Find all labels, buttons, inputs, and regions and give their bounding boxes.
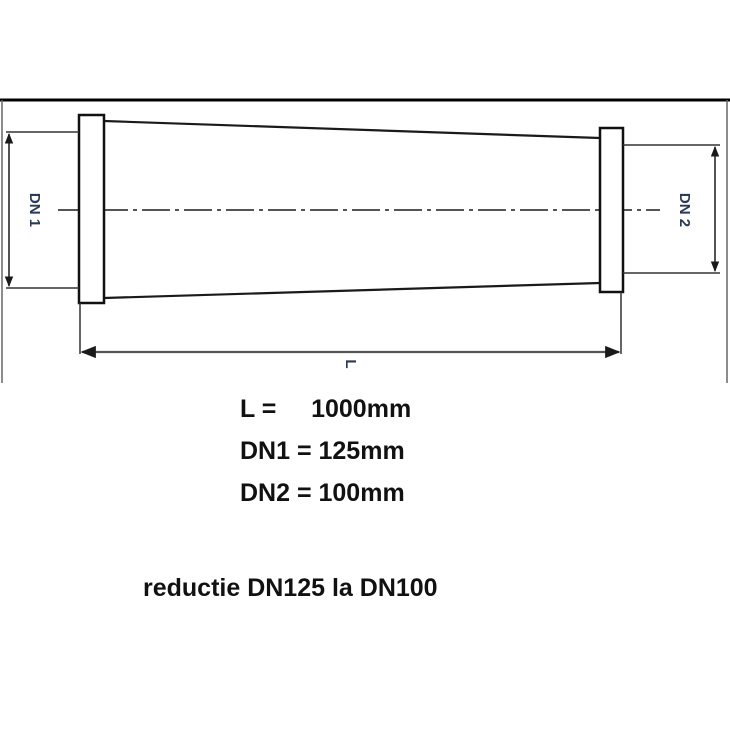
reducer-technical-drawing: DN 1 DN 2 L (0, 98, 730, 383)
spec-dn2: DN2 = 100mm (240, 479, 405, 507)
reducer-cone-body (103, 119, 601, 300)
dn1-label: DN 1 (26, 193, 43, 227)
drawing-frame (0, 98, 730, 383)
length-label: L (342, 359, 359, 368)
dimension-dn1: DN 1 (4, 131, 79, 289)
spec-length: L = 1000mm (240, 395, 412, 423)
product-caption: reductie DN125 la DN100 (143, 574, 438, 602)
spec-dn1: DN1 = 125mm (240, 437, 405, 465)
specifications: L = 1000mm DN1 = 125mm DN2 = 100mm (240, 388, 411, 514)
dn2-label: DN 2 (676, 193, 693, 227)
dimension-dn2: DN 2 (623, 144, 720, 274)
flange-dn2 (598, 126, 625, 294)
dimension-length: L (79, 292, 622, 369)
flange-dn1 (77, 113, 106, 305)
